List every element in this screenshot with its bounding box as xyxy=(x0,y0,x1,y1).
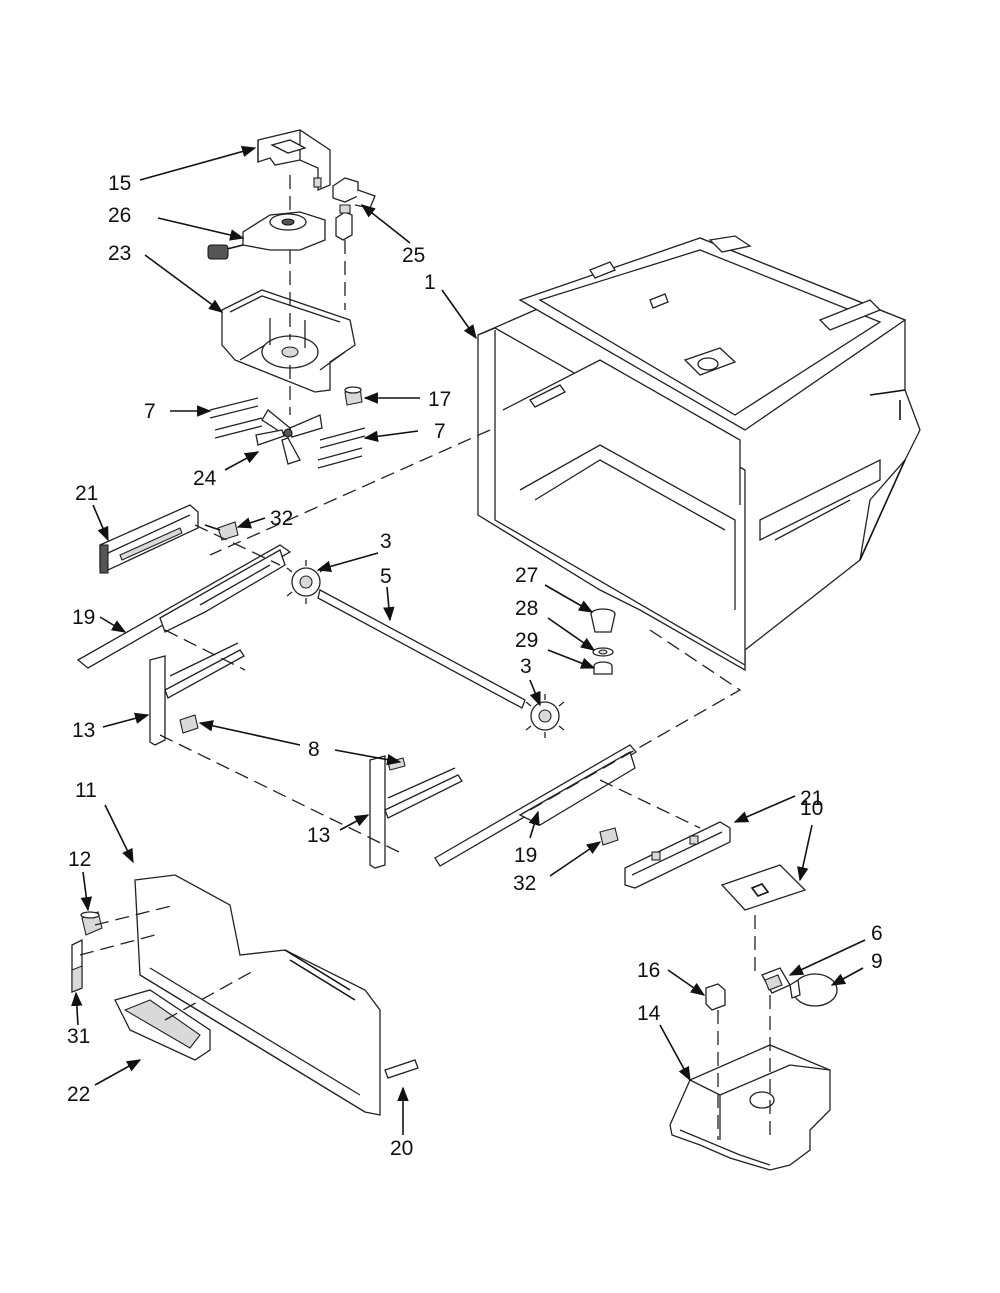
part-25-thermistor-sensor xyxy=(332,177,376,241)
callout-24: 24 xyxy=(193,467,217,490)
part-28-washer xyxy=(592,647,614,657)
callout-19-lower: 19 xyxy=(514,844,537,867)
callout-8: 8 xyxy=(308,738,320,761)
callout-9: 9 xyxy=(871,950,883,973)
part-3-gear-lower xyxy=(525,694,565,738)
part-26-fan-motor xyxy=(207,211,326,260)
part-1-freezer-drawer xyxy=(477,235,921,672)
part-27-bushing xyxy=(590,608,616,633)
callout-31: 31 xyxy=(67,1025,90,1048)
part-23-fan-shroud xyxy=(221,289,356,393)
callout-17: 17 xyxy=(428,388,451,411)
callout-16: 16 xyxy=(637,959,660,982)
callout-32-lower: 32 xyxy=(513,872,536,895)
part-6-lamp-socket xyxy=(761,967,791,994)
callout-21-left: 21 xyxy=(75,482,98,505)
callout-14: 14 xyxy=(637,1002,661,1025)
assembly-dashed-axis xyxy=(289,175,346,415)
part-11-lower-panel xyxy=(134,874,381,1116)
callout-29: 29 xyxy=(515,629,538,652)
callout-11: 11 xyxy=(75,779,97,802)
callout-23: 23 xyxy=(108,242,131,265)
callout-3-lower: 3 xyxy=(520,655,532,678)
part-22-grille xyxy=(114,989,211,1061)
callout-12: 12 xyxy=(68,848,91,871)
part-16-light-shield xyxy=(705,983,726,1011)
callout-32-upper: 32 xyxy=(270,507,293,530)
part-24-fan-blade xyxy=(255,409,323,465)
leader-arrows xyxy=(71,145,866,1135)
part-21-slide-bracket-right xyxy=(624,821,731,889)
part-14-light-housing xyxy=(669,1044,831,1171)
part-21-slide-bracket-left xyxy=(99,504,199,574)
part-8-pin-upper xyxy=(179,714,199,734)
callout-25: 25 xyxy=(402,244,425,267)
alignment-lines xyxy=(79,429,771,1140)
callout-5: 5 xyxy=(380,565,392,588)
part-5-connecting-rod xyxy=(317,589,526,709)
part-13-support-bracket-upper xyxy=(149,642,245,746)
part-29-spacer xyxy=(593,661,613,675)
part-15-motor-bracket-top xyxy=(257,129,331,191)
callout-13-upper: 13 xyxy=(72,719,95,742)
callout-7-left: 7 xyxy=(144,400,156,423)
callout-7-right: 7 xyxy=(434,420,446,443)
callout-13-lower: 13 xyxy=(307,824,330,847)
callout-27: 27 xyxy=(515,564,538,587)
callout-6: 6 xyxy=(871,922,883,945)
part-7-foam-strips xyxy=(209,397,366,469)
callout-1: 1 xyxy=(424,271,436,294)
part-10-label xyxy=(720,864,807,911)
callout-22: 22 xyxy=(67,1083,90,1106)
callout-20: 20 xyxy=(390,1137,413,1160)
part-32-screw-lower xyxy=(599,827,619,846)
callout-15: 15 xyxy=(108,172,131,195)
callout-19-upper: 19 xyxy=(72,606,95,629)
part-9-light-bulb xyxy=(789,973,838,1007)
part-20-strip xyxy=(384,1059,419,1079)
part-17-screw xyxy=(344,386,363,406)
part-12-screw xyxy=(80,911,103,936)
callout-labels: 15 26 25 23 1 7 17 7 24 21 32 3 5 27 19 … xyxy=(67,172,883,1160)
callout-10: 10 xyxy=(800,797,823,820)
callout-26: 26 xyxy=(108,204,131,227)
part-31-clip xyxy=(71,938,83,993)
part-19-drawer-rail-upper xyxy=(76,544,292,669)
part-32-screw-upper xyxy=(204,521,239,541)
callout-3-upper: 3 xyxy=(380,530,392,553)
callout-21-right: 21 xyxy=(800,787,823,810)
callout-28: 28 xyxy=(515,597,538,620)
